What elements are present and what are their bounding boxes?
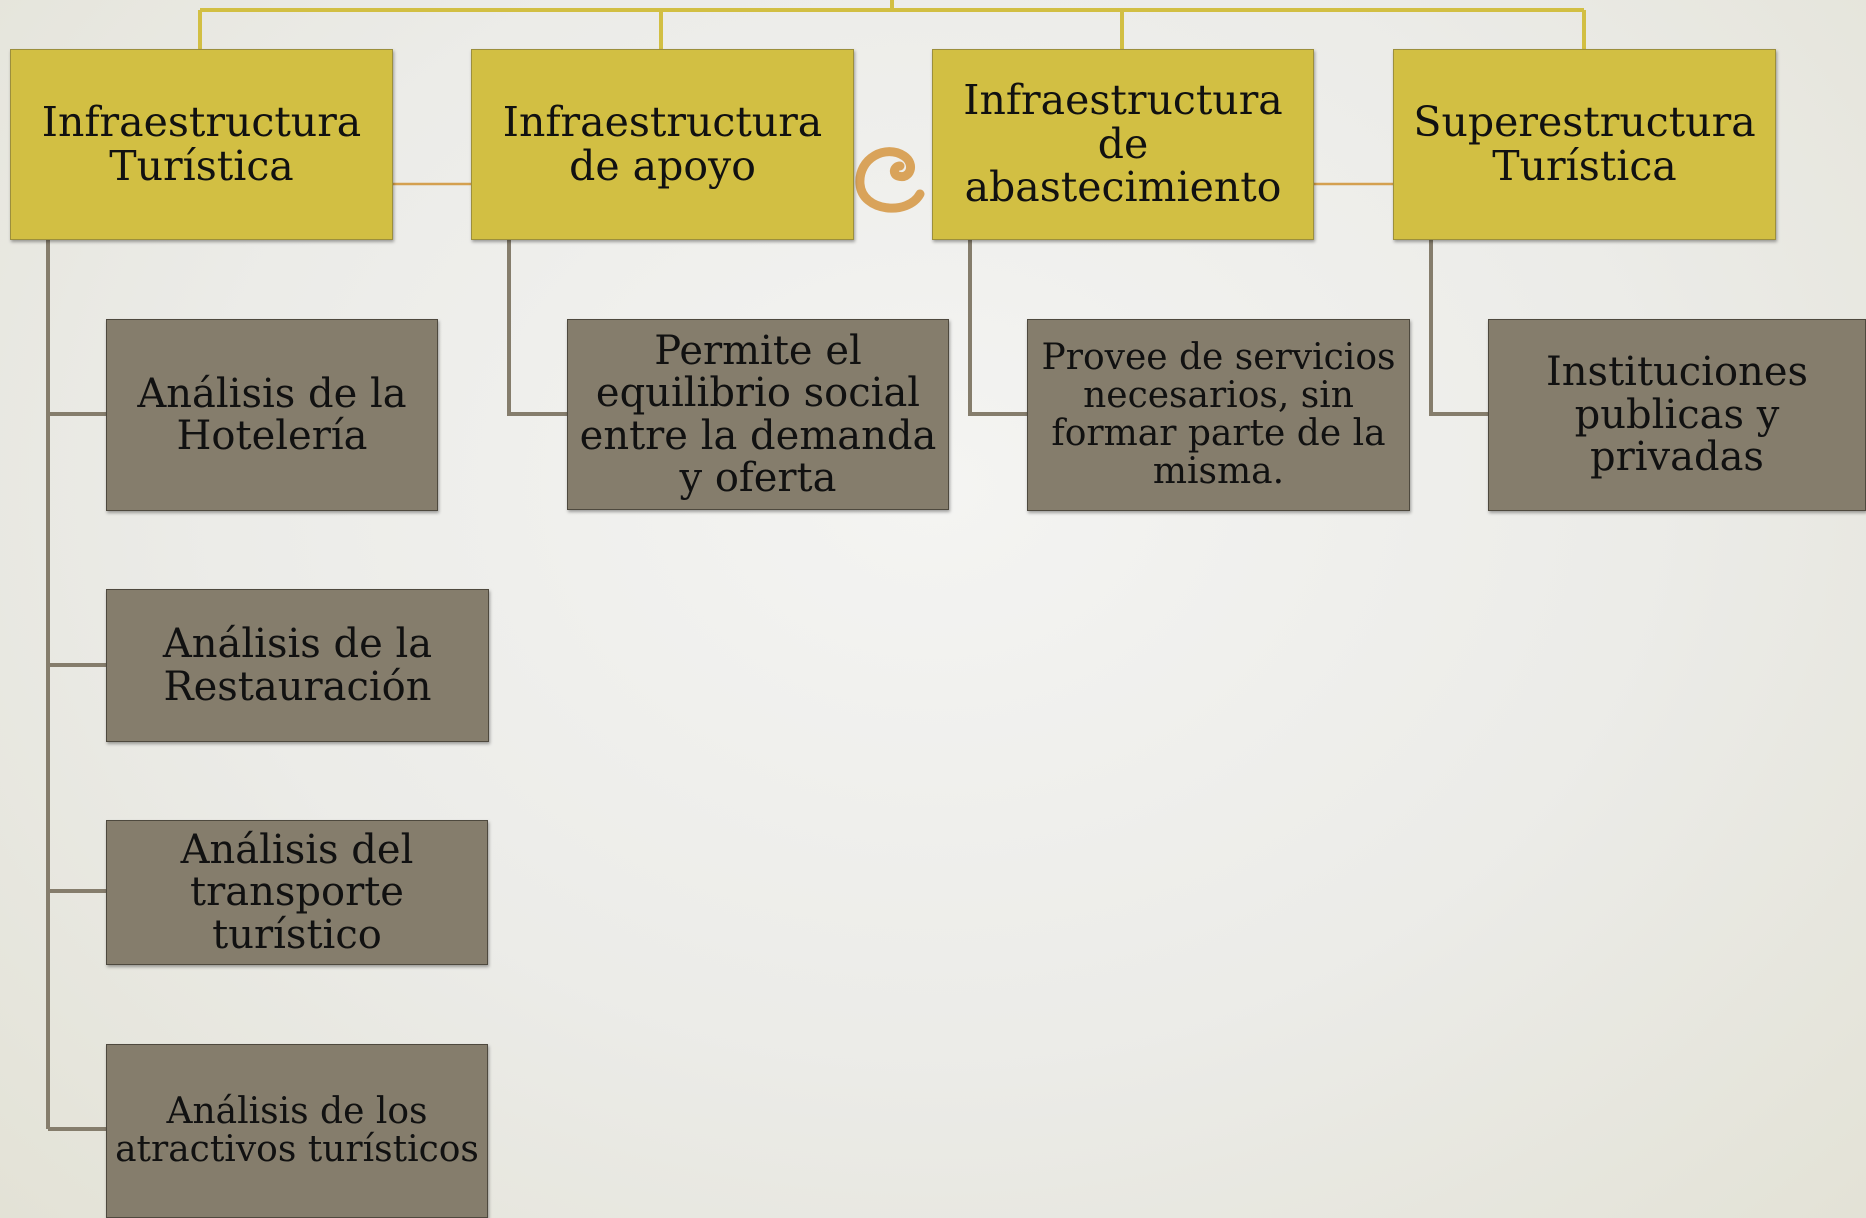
category-superestructura-turistica: Superestructura Turística [1393, 49, 1776, 240]
child-label: Análisis de la Hotelería [137, 370, 407, 459]
category-label: Infraestructura de abastecimiento [963, 76, 1283, 212]
child-label: Análisis de la Restauración [162, 621, 433, 710]
child-label: Instituciones publicas y privadas [1545, 349, 1809, 481]
category-label: Infraestructura de apoyo [502, 98, 823, 190]
child-provee-servicios: Provee de servicios necesarios, sin form… [1027, 319, 1410, 511]
branch-superestructura [1429, 239, 1489, 416]
category-infraestructura-abastecimiento: Infraestructura de abastecimiento [932, 49, 1314, 240]
category-label: Infraestructura Turística [41, 98, 362, 190]
child-analisis-restauracion: Análisis de la Restauración [106, 589, 489, 742]
category-label: Superestructura Turística [1413, 98, 1756, 190]
child-equilibrio-social: Permite el equilibrio social entre la de… [567, 319, 949, 510]
child-analisis-atractivos: Análisis de los atractivos turísticos [106, 1044, 488, 1218]
child-instituciones: Instituciones publicas y privadas [1488, 319, 1866, 511]
child-label: Análisis del transporte turístico [180, 826, 414, 958]
branch-apoyo [507, 239, 568, 416]
swirl-ornament-icon [855, 147, 925, 213]
child-analisis-transporte: Análisis del transporte turístico [106, 820, 488, 965]
child-label: Permite el equilibrio social entre la de… [579, 327, 937, 501]
category-infraestructura-apoyo: Infraestructura de apoyo [471, 49, 854, 240]
branch-abastecimiento [968, 239, 1028, 416]
child-label: Provee de servicios necesarios, sin form… [1041, 336, 1396, 493]
category-infraestructura-turistica: Infraestructura Turística [10, 49, 393, 240]
child-label: Análisis de los atractivos turísticos [115, 1090, 479, 1170]
child-analisis-hoteleria: Análisis de la Hotelería [106, 319, 438, 511]
